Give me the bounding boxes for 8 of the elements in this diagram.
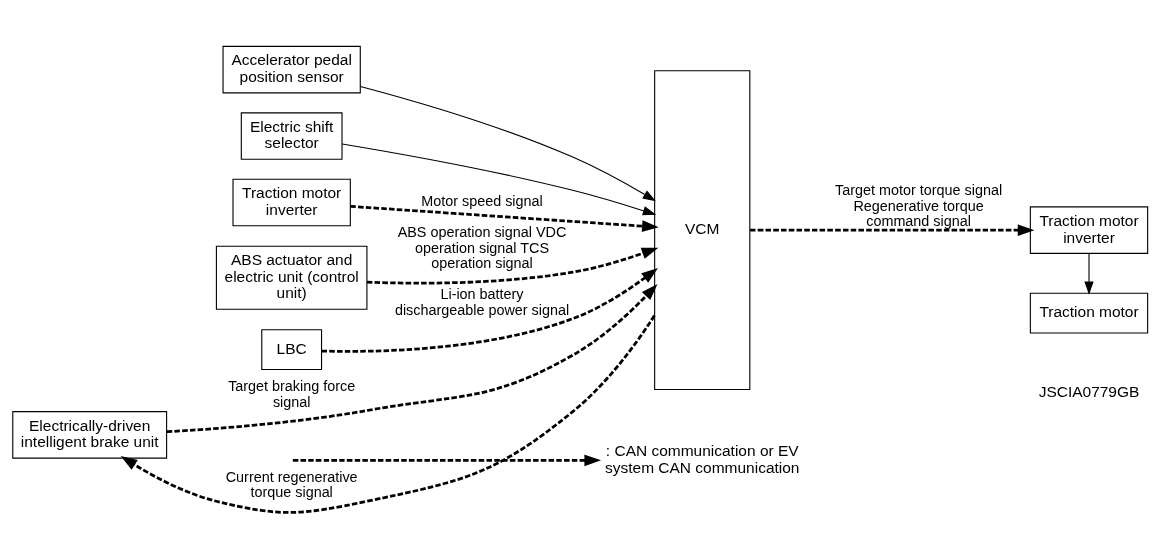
edge-label: Target motor torque signal Regenerative torque command signal [835, 181, 1003, 229]
edge-label: Motor speed signal [421, 192, 543, 209]
label: JSCIA0779GB [1038, 382, 1140, 400]
legend-label: : CAN communication or EV system CAN communication [604, 441, 800, 476]
edge-label: ABS operation signal VDC operation signal TCS operation signal [397, 223, 567, 271]
edge-label: Target braking force signal [228, 377, 356, 410]
edge-label: Li-ion battery dischargeable power signal [394, 285, 570, 318]
edge-label: Current regenerative torque signal [225, 468, 358, 500]
